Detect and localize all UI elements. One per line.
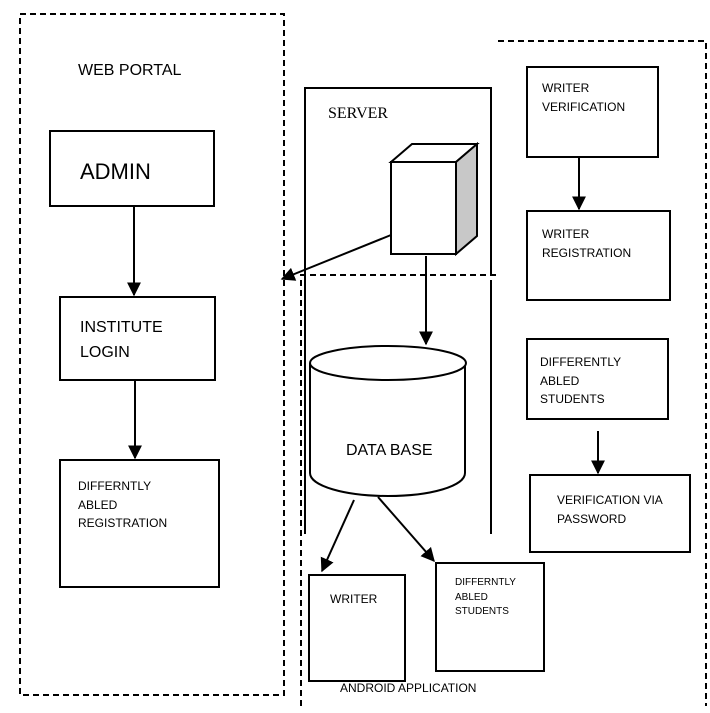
differntly-abled-students-output-label: DIFFERNTLY ABLED STUDENTS [455,577,516,617]
web-portal-label: WEB PORTAL [78,62,182,79]
database-to-writer-arrow [320,499,355,573]
server-boundary [304,87,492,534]
admin-label: ADMIN [80,159,151,184]
differently-abled-students-label: DIFFERENTLY ABLED STUDENTS [540,355,622,407]
server-to-web-portal-arrow [280,234,392,281]
writer-verification-box [526,66,659,158]
writer-registration-label: WRITER REGISTRATION [542,227,632,260]
differntly-abled-students-output-box [435,562,545,672]
institute-login-box [59,296,216,381]
admin-box [49,130,215,207]
data-base-label: DATA BASE [346,442,433,459]
verification-via-password-box [529,474,691,553]
database-cylinder [309,345,467,498]
verification-via-password-label: VERIFICATION VIA PASSWORD [557,493,663,526]
writer-output-label: WRITER [330,592,378,606]
database-to-students-arrow [377,496,435,563]
writer-verification-label: WRITER VERIFICATION [542,81,626,114]
server-icon [388,141,480,257]
differntly-abled-registration-box [59,459,220,588]
writer-registration-box [526,210,671,301]
differently-abled-students-box [526,338,669,420]
android-application-label: ANDROID APPLICATION [340,681,477,695]
server-label: SERVER [328,105,389,122]
android-application-boundary [300,40,707,706]
writer-output-box [308,574,406,682]
institute-login-label: INSTITUTE LOGIN [80,319,163,361]
differntly-abled-registration-label: DIFFERNTLY ABLED REGISTRATION [78,479,168,531]
web-portal-boundary [19,13,285,696]
